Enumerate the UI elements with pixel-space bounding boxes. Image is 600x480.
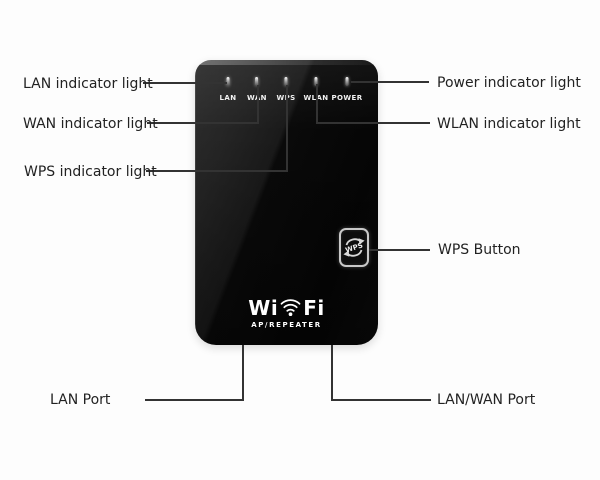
led-light-icon <box>255 77 259 86</box>
led-light-icon <box>284 77 288 86</box>
lan-wan-port-callout-line <box>331 345 333 401</box>
wifi-logo-right: Fi <box>303 296 325 320</box>
lan-port-callout-line <box>242 345 244 401</box>
wlan-indicator-callout-line <box>316 122 430 124</box>
wps-button: WPS <box>339 228 369 267</box>
wifi-signal-icon <box>280 299 301 317</box>
wps-sync-icon: WPS <box>343 238 365 257</box>
led-label-wlan: WLAN <box>303 94 328 102</box>
wlan-indicator-led: WLAN <box>303 77 328 102</box>
wifi-logo: Wi Fi AP/REPEATER <box>195 298 378 329</box>
label-wps-indicator-light: WPS indicator light <box>24 164 157 180</box>
led-light-icon <box>226 77 230 86</box>
label-wan-indicator-light: WAN indicator light <box>23 116 158 132</box>
logo-subtitle: AP/REPEATER <box>251 321 322 329</box>
lan-wan-port-callout-line <box>331 399 431 401</box>
wps-indicator-callout-line <box>286 85 288 172</box>
wan-indicator-callout-line <box>257 85 259 124</box>
label-wlan-indicator-light: WLAN indicator light <box>437 116 581 132</box>
wan-indicator-led: WAN <box>247 77 267 102</box>
lan-indicator-led: LAN <box>220 77 237 102</box>
lan-indicator-callout-line <box>143 82 227 84</box>
label-lan-indicator-light: LAN indicator light <box>23 76 153 92</box>
led-label-wan: WAN <box>247 94 267 102</box>
wifi-logo-text: Wi Fi <box>195 298 378 318</box>
led-label-wps: WPS <box>276 94 295 102</box>
wps-indicator-callout-line <box>146 170 288 172</box>
led-light-icon <box>314 77 318 86</box>
led-label-lan: LAN <box>219 94 237 102</box>
label-lan-port: LAN Port <box>50 392 111 408</box>
label-power-indicator-light: Power indicator light <box>437 75 581 91</box>
wifi-logo-left: Wi <box>248 296 279 320</box>
led-light-icon <box>345 77 349 86</box>
wlan-indicator-callout-line <box>316 84 318 124</box>
wan-indicator-callout-line <box>147 122 259 124</box>
lan-port-callout-line <box>145 399 244 401</box>
label-lan-wan-port: LAN/WAN Port <box>437 392 536 408</box>
wps-button-callout-line <box>369 249 430 251</box>
power-indicator-callout-line <box>351 81 429 83</box>
power-indicator-led: POWER <box>332 77 363 102</box>
wps-indicator-led: WPS <box>276 77 295 102</box>
led-label-power: POWER <box>331 94 363 102</box>
label-wps-button: WPS Button <box>438 242 521 258</box>
